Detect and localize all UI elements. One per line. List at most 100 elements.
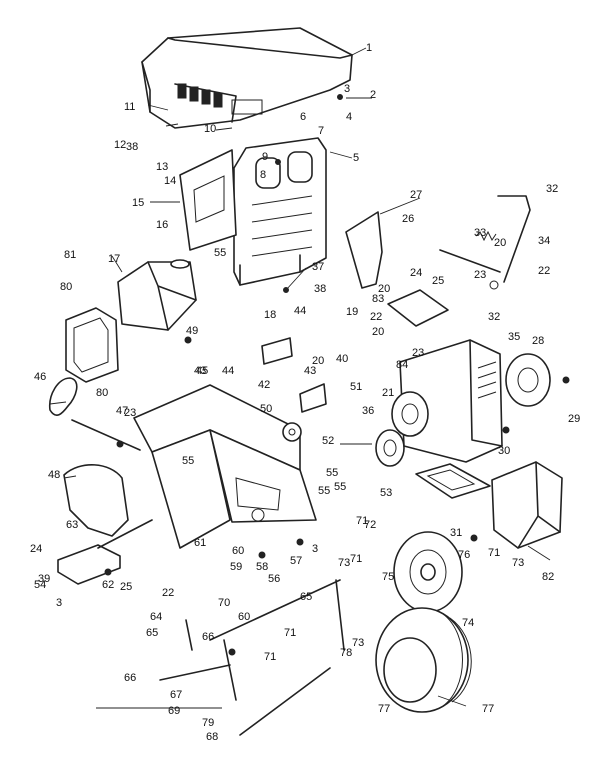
callout: 33: [474, 227, 486, 239]
callout: 53: [380, 487, 392, 499]
callout: 60: [232, 545, 244, 557]
callout: 68: [206, 731, 218, 743]
fuel-tank: [117, 259, 197, 331]
callout: 9: [262, 151, 268, 163]
callout: 71: [350, 553, 362, 565]
callout: 5: [353, 152, 359, 164]
callout: 38: [314, 283, 326, 295]
callout: 55: [318, 485, 330, 497]
callout: 44: [294, 305, 306, 317]
callout: 36: [362, 405, 374, 417]
callout: 29: [568, 413, 580, 425]
callout: 18: [264, 309, 276, 321]
callout: 77: [378, 703, 390, 715]
seat-pan: [63, 464, 129, 537]
callout: 26: [402, 213, 414, 225]
callout: 31: [450, 527, 462, 539]
callout: 62: [102, 579, 114, 591]
spring: [475, 230, 497, 242]
callout: 55: [214, 247, 226, 259]
callout: 56: [268, 573, 280, 585]
callout: 17: [108, 253, 120, 265]
rear-tire: [375, 607, 472, 713]
callout: 46: [34, 371, 46, 383]
callout: 6: [300, 111, 306, 123]
callout: 63: [66, 519, 78, 531]
callout: 43: [304, 365, 316, 377]
engine-mount-plate: [415, 463, 491, 499]
pulley-small: [282, 422, 302, 442]
muffler: [505, 353, 551, 407]
callout: 50: [260, 403, 272, 415]
callout: 59: [230, 561, 242, 573]
callout: 48: [48, 469, 60, 481]
callout: 8: [260, 169, 266, 181]
callout: 61: [194, 537, 206, 549]
callout: 42: [258, 379, 270, 391]
seat: [48, 377, 141, 451]
engine-bracket-plate: [387, 289, 449, 327]
callout: 25: [120, 581, 132, 593]
callout: 14: [164, 175, 176, 187]
callout: 73: [352, 637, 364, 649]
callout: 75: [382, 571, 394, 583]
callout: 22: [370, 311, 382, 323]
grille: [233, 137, 327, 286]
callout: 80: [60, 281, 72, 293]
battery-box: [65, 307, 119, 383]
callout: 43: [194, 365, 206, 377]
callout: 79: [202, 717, 214, 729]
callout: 20: [494, 237, 506, 249]
callout: 71: [264, 651, 276, 663]
callout: 54: [34, 579, 46, 591]
footrest-plate: [57, 519, 153, 585]
callout: 55: [334, 481, 346, 493]
callout: 40: [336, 353, 348, 365]
callout: 84: [396, 359, 408, 371]
callout: 57: [290, 555, 302, 567]
callout: 70: [218, 597, 230, 609]
callout: 3: [344, 83, 350, 95]
callout: 21: [382, 387, 394, 399]
callout: 28: [532, 335, 544, 347]
belt-shield: [345, 211, 383, 289]
callout: 51: [350, 381, 362, 393]
callout: 24: [30, 543, 42, 555]
callout: 23: [412, 347, 424, 359]
callout: 20: [372, 326, 384, 338]
callout: 65: [300, 591, 312, 603]
callout: 60: [238, 611, 250, 623]
callout: 34: [538, 235, 550, 247]
pulley-large: [375, 429, 405, 467]
callout: 3: [312, 543, 318, 555]
steering-linkage: [159, 579, 345, 736]
callout: 71: [488, 547, 500, 559]
clutch-lever: [439, 195, 531, 290]
leader-lines: [49, 47, 551, 709]
callout: 55: [326, 467, 338, 479]
callout: 2: [370, 89, 376, 101]
callout: 10: [204, 123, 216, 135]
main-frame: [133, 384, 317, 549]
callout: 16: [156, 219, 168, 231]
callout: 49: [186, 325, 198, 337]
callout: 69: [168, 705, 180, 717]
callout: 47: [116, 405, 128, 417]
callout: 4: [346, 111, 352, 123]
callout: 71: [356, 515, 368, 527]
callout: 20: [312, 355, 324, 367]
callout: 11: [124, 101, 135, 113]
callout: 24: [410, 267, 422, 279]
callout: 82: [542, 571, 554, 583]
callout: 76: [458, 549, 470, 561]
callout: 81: [64, 249, 76, 261]
callout: 27: [410, 189, 422, 201]
callout: 78: [340, 647, 352, 659]
callout: 66: [124, 672, 136, 684]
callout: 83: [372, 293, 384, 305]
callout: 23: [474, 269, 486, 281]
callout: 19: [346, 306, 358, 318]
callout: 67: [170, 689, 182, 701]
callout: 71: [284, 627, 296, 639]
callout: 32: [546, 183, 558, 195]
